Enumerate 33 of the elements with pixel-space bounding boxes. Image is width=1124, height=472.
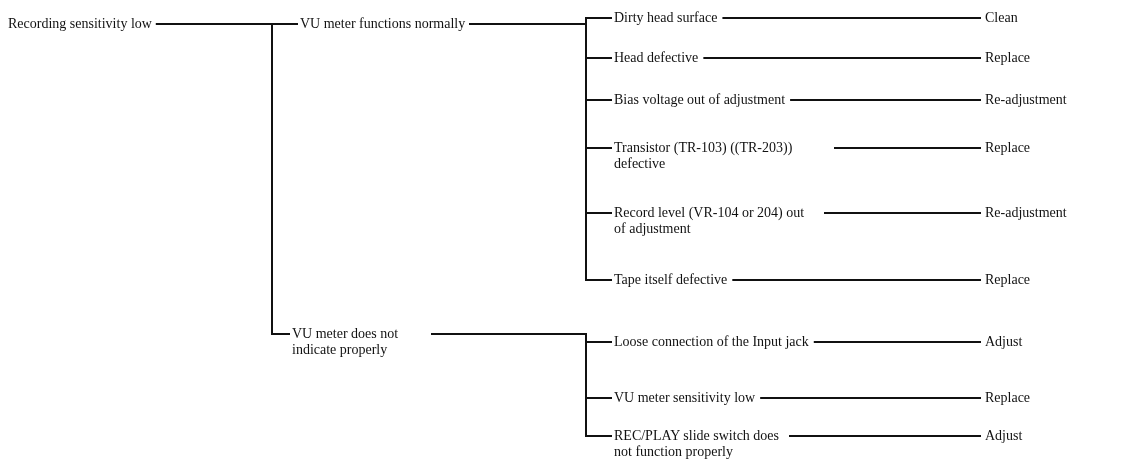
remedy-label: Adjust (985, 334, 1023, 350)
connector-line (731, 279, 982, 281)
cause-label: Record level (VR-104 or 204) out of adjustment (614, 205, 819, 237)
connector-line (823, 212, 982, 214)
remedy-label: Replace (985, 140, 1031, 156)
connector-line (468, 23, 613, 281)
cause-label: Transistor (TR-103) ((TR-203)) defective (614, 140, 829, 172)
check-result-label: VU meter does not indicate properly (292, 326, 427, 358)
connector-line (430, 333, 613, 437)
remedy-label: Adjust (985, 428, 1023, 444)
cause-label: Tape itself defective (614, 272, 728, 288)
cause-label: Bias voltage out of adjustment (614, 92, 786, 108)
remedy-label: Replace (985, 50, 1031, 66)
cause-label: REC/PLAY slide switch does not function properly (614, 428, 784, 460)
remedy-label: Replace (985, 272, 1031, 288)
connector-line (721, 17, 982, 19)
connector-line (788, 435, 982, 437)
cause-label: Dirty head surface (614, 10, 718, 26)
remedy-label: Re-adjustment (985, 92, 1067, 108)
connector-line (702, 57, 982, 59)
cause-label: Head defective (614, 50, 699, 66)
connector-line (789, 99, 982, 101)
connector-line (833, 147, 982, 149)
cause-label: Loose connection of the Input jack (614, 334, 809, 350)
connector-line (812, 341, 982, 343)
check-result-label: VU meter functions normally (300, 16, 466, 32)
remedy-label: Clean (985, 10, 1018, 26)
cause-label: VU meter sensitivity low (614, 390, 756, 406)
remedy-label: Re-adjustment (985, 205, 1067, 221)
symptom-label: Recording sensitivity low (8, 16, 152, 32)
connector-line (154, 23, 291, 335)
connector-line (759, 397, 982, 399)
remedy-label: Replace (985, 390, 1031, 406)
